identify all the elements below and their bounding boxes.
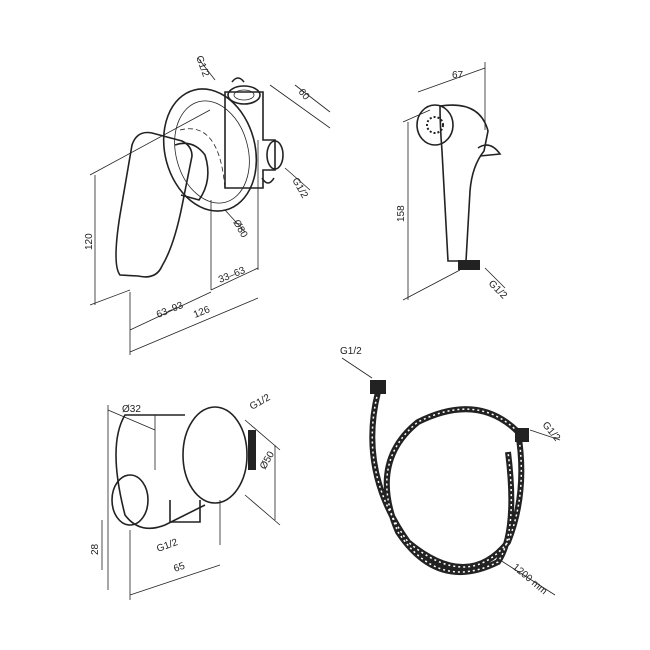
label-flange: Ø50 xyxy=(258,449,277,471)
label-depth: 60 xyxy=(296,87,312,103)
label-thread-right: G1/2 xyxy=(540,420,563,444)
label-height: 158 xyxy=(396,205,407,222)
label-thread: G1/2 xyxy=(486,278,509,301)
label-thread-left: G1/2 xyxy=(340,346,362,357)
label-adj-a: 33–63 xyxy=(217,265,247,286)
label-offset: 28 xyxy=(90,543,101,555)
label-thread-bottom: G1/2 xyxy=(155,537,180,555)
label-length: 65 xyxy=(172,561,187,575)
wall-outlet: Ø32 G1/2 Ø50 28 G1/2 65 xyxy=(90,392,281,600)
label-length: 1200 mm xyxy=(510,562,549,597)
label-thread-top: G1/2 xyxy=(248,392,273,413)
concealed-mixer: G1/2 60 G1/2 120 Ø80 33–63 63–93 126 xyxy=(84,54,331,355)
label-width: 67 xyxy=(452,70,464,81)
label-adj-b: 63–93 xyxy=(155,300,185,321)
label-height: 120 xyxy=(84,233,95,250)
label-inlet-side: G1/2 xyxy=(289,176,310,201)
hand-shower: 67 158 G1/2 xyxy=(396,62,509,302)
label-inlet-top: G1/2 xyxy=(193,54,211,79)
label-diameter: Ø32 xyxy=(122,404,141,415)
shower-hose: G1/2 G1/2 1200 mm xyxy=(340,346,562,597)
label-flange: Ø80 xyxy=(230,218,249,240)
